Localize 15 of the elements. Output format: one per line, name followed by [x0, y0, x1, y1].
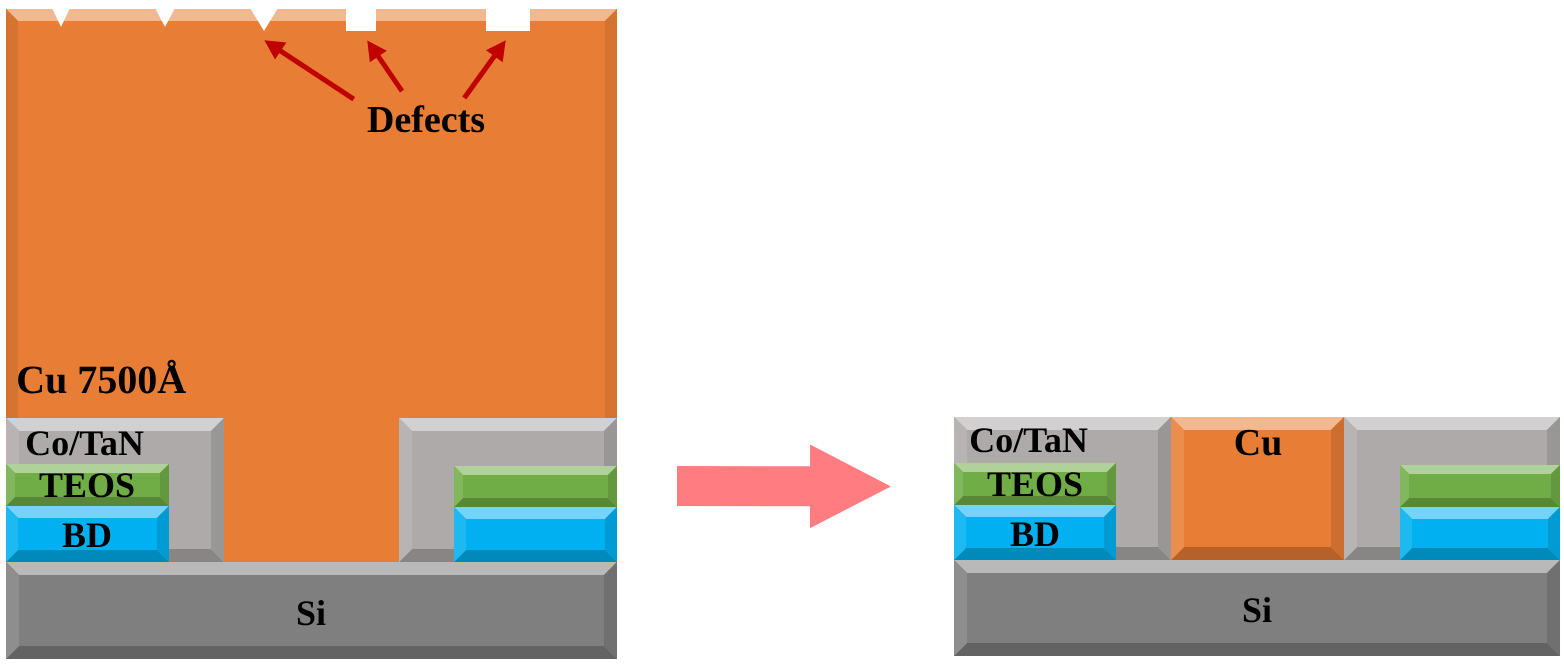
- dielectric-layer: BD: [954, 505, 1116, 560]
- dielectric-layer: [1400, 507, 1560, 560]
- copper-layer: Cu: [1171, 417, 1344, 560]
- defect-notch: [346, 8, 376, 31]
- dielectric-layer: [454, 507, 617, 562]
- oxide-layer: TEOS: [6, 464, 169, 506]
- dielectric-layer: BD: [6, 506, 169, 562]
- defect-notch: [250, 8, 278, 31]
- oxide-layer: [1400, 465, 1560, 507]
- oxide-layer: [454, 466, 617, 507]
- defect-notch: [486, 8, 530, 31]
- oxide-layer: TEOS: [954, 463, 1116, 505]
- substrate-layer: Si: [6, 562, 617, 659]
- callout-label: Defects: [367, 105, 485, 133]
- substrate-layer: Si: [954, 560, 1560, 656]
